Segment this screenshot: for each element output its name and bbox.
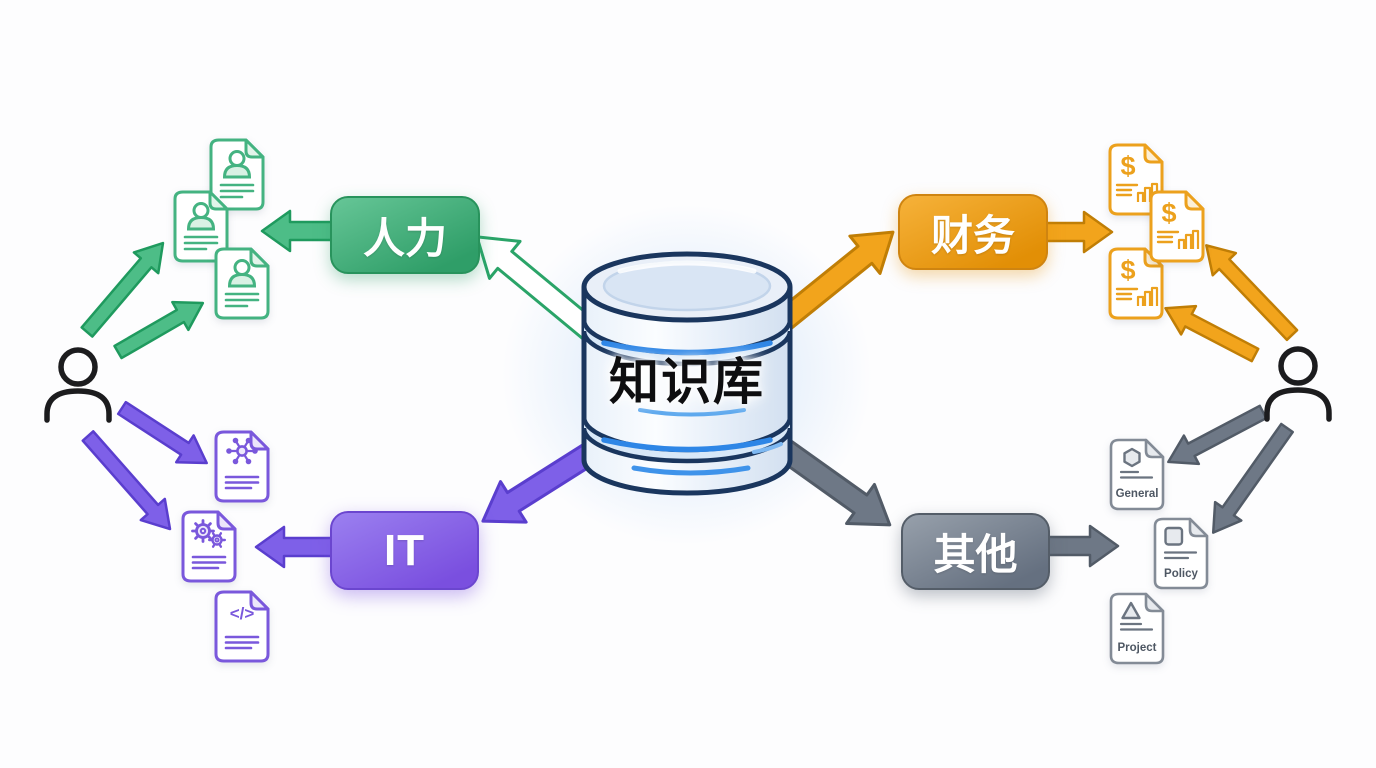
arrow-it-to-docs	[254, 525, 334, 569]
database-icon	[581, 251, 793, 496]
hexagon-icon	[1119, 447, 1154, 479]
hr-doc-1	[209, 138, 265, 211]
db-label: 知识库	[609, 354, 765, 410]
svg-text:$: $	[1120, 151, 1135, 181]
doc-label: General	[1116, 488, 1159, 500]
doc-label: Policy	[1164, 568, 1198, 580]
user-right-icon	[1264, 346, 1332, 422]
arrow-hr-to-docs	[260, 209, 334, 253]
finance-doc-3: $	[1108, 247, 1164, 320]
person-icon	[224, 259, 260, 308]
arrow-user-right-to-finance-docs-2	[1164, 304, 1260, 363]
person-icon	[183, 202, 219, 251]
it-label: IT	[383, 525, 426, 575]
arrow-user-left-to-hr-docs-1	[80, 241, 165, 338]
user-left-icon	[44, 347, 112, 423]
triangle-icon	[1119, 601, 1154, 631]
arrow-user-left-to-it-docs-1	[116, 400, 208, 465]
hr-label: 人力	[362, 214, 447, 262]
svg-text:</>: </>	[230, 604, 255, 623]
other-doc-policy: Policy	[1153, 517, 1209, 590]
other-doc-project: Project	[1109, 592, 1165, 665]
other-doc-general: General	[1109, 438, 1165, 511]
it-department-box: IT	[330, 511, 479, 590]
other-department-box: 其他	[901, 513, 1050, 590]
dollar-chart-icon: $	[1156, 198, 1200, 249]
arrow-finance-to-docs	[1038, 210, 1114, 254]
svg-text:$: $	[1120, 255, 1135, 285]
arrow-user-right-to-finance-docs-1	[1205, 244, 1299, 342]
square-icon	[1163, 526, 1198, 560]
finance-department-box: 财务	[898, 194, 1048, 270]
gears-icon	[191, 519, 227, 570]
person-icon	[219, 150, 255, 199]
hr-doc-3	[214, 247, 270, 320]
arrow-user-left-to-it-docs-2	[81, 430, 172, 531]
arrow-user-right-to-other-docs-2	[1211, 422, 1294, 534]
hr-department-box: 人力	[330, 196, 480, 274]
arrow-user-right-to-other-docs-1	[1167, 404, 1268, 466]
it-doc-network	[214, 430, 270, 503]
svg-text:$: $	[1161, 198, 1176, 228]
arrow-user-left-to-hr-docs-2	[113, 300, 205, 360]
finance-label: 财务	[930, 211, 1015, 259]
network-icon	[224, 437, 260, 490]
arrow-other-to-docs	[1044, 524, 1120, 568]
finance-doc-2: $	[1149, 190, 1205, 263]
code-icon: </>	[224, 604, 260, 650]
doc-label: Project	[1118, 642, 1157, 654]
it-doc-code: </>	[214, 590, 270, 663]
dollar-chart-icon: $	[1115, 255, 1159, 306]
other-label: 其他	[933, 531, 1018, 578]
it-doc-gears	[181, 510, 237, 583]
